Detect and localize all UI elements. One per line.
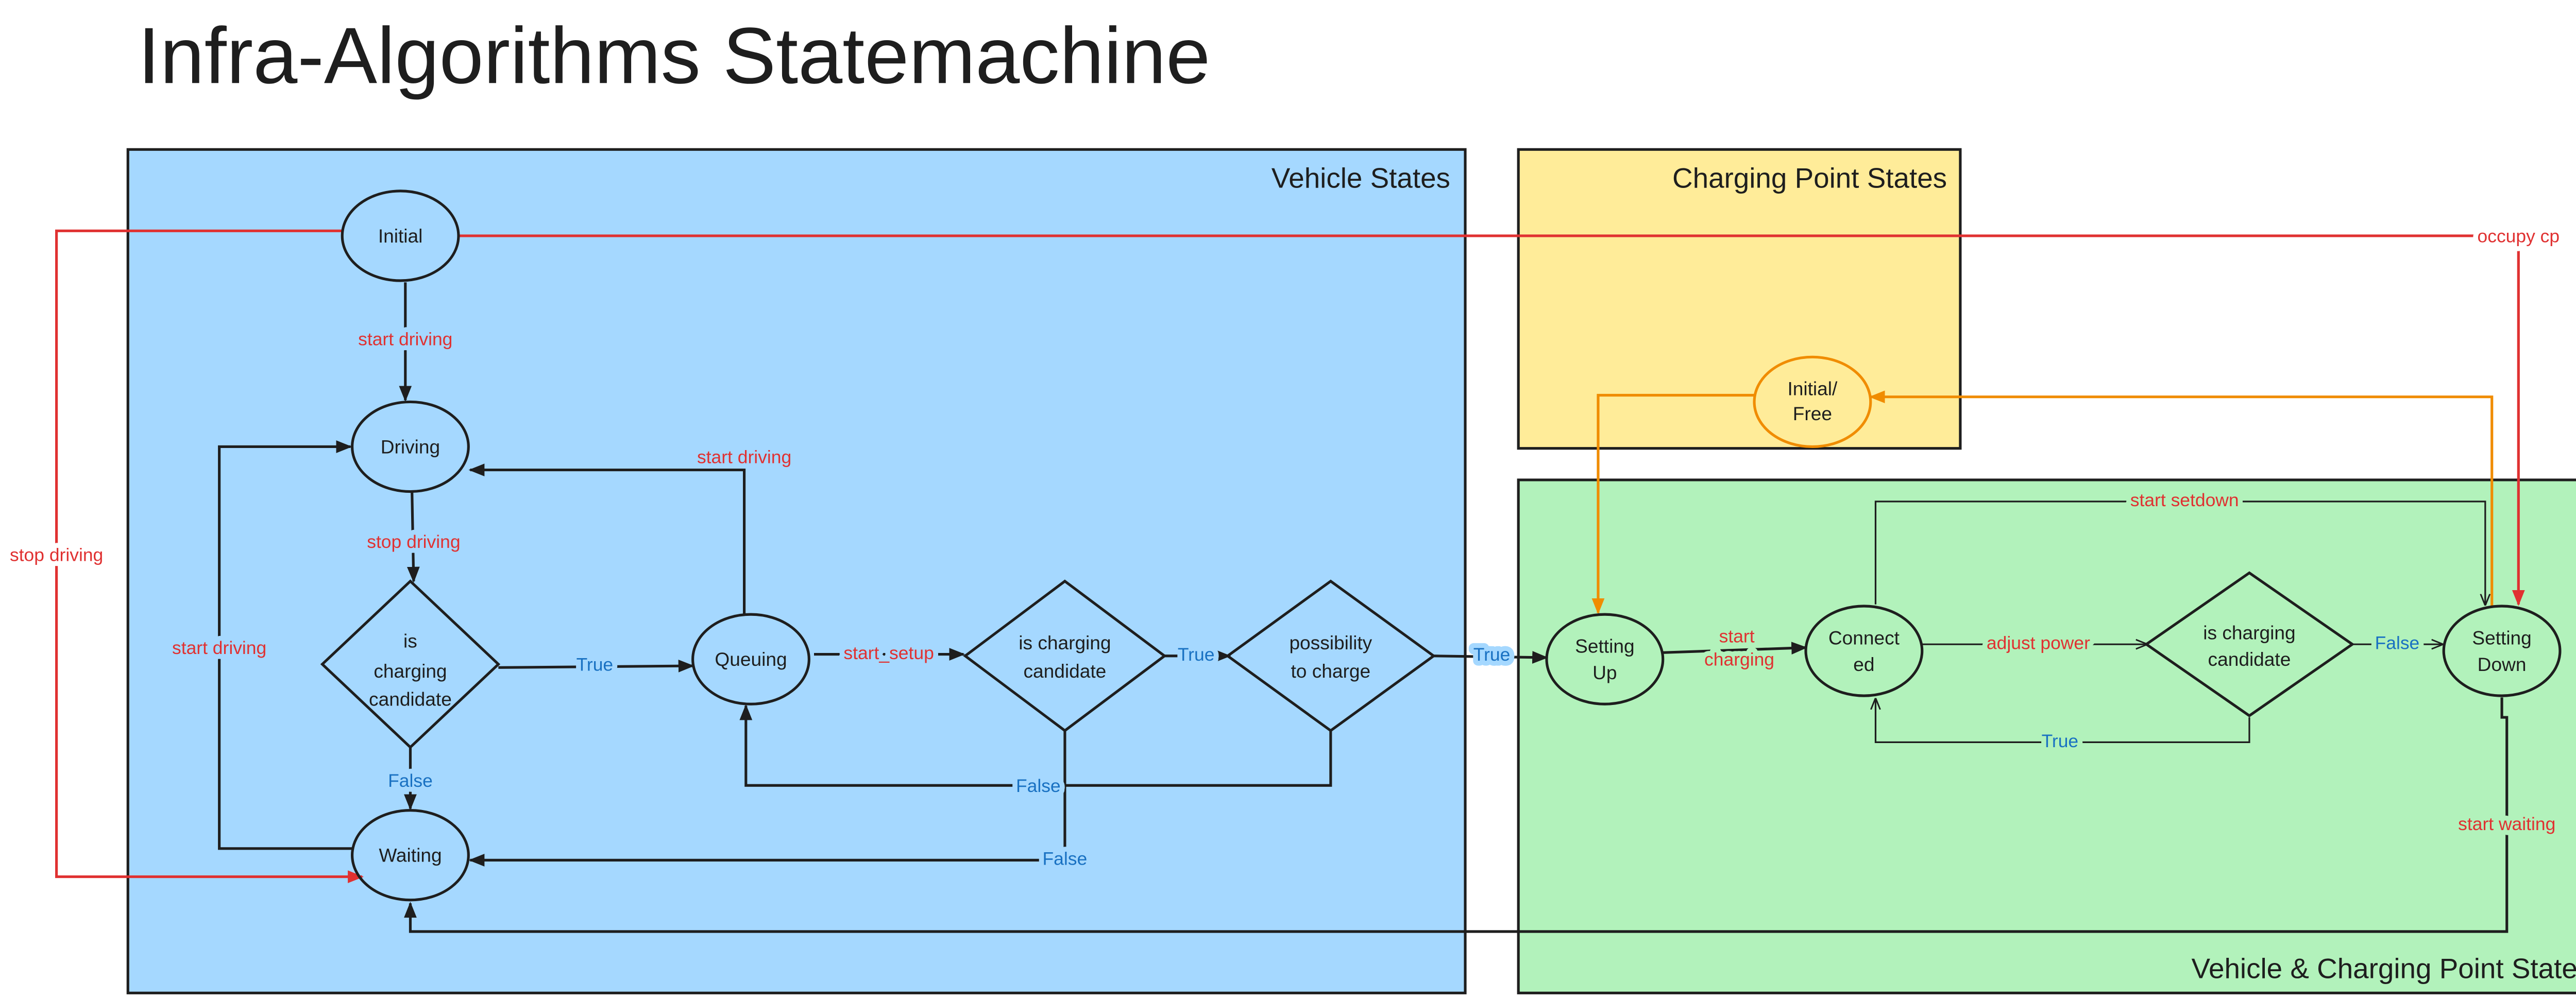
charging-point-states-box: Charging Point States xyxy=(1517,148,1962,450)
svg-text:Up: Up xyxy=(1592,662,1617,683)
label-stop-driving: stop driving xyxy=(10,545,103,565)
label-false: False xyxy=(2375,633,2420,653)
label-true: True xyxy=(2042,731,2079,751)
vehicle-states-box: Vehicle States xyxy=(126,148,1467,994)
label-start-setup: start_setup xyxy=(843,643,934,663)
svg-text:Queuing: Queuing xyxy=(715,648,787,670)
svg-text:Down: Down xyxy=(2478,653,2527,675)
label-true: True xyxy=(1473,644,1511,665)
nodes: Initial Driving is charging candidate Qu… xyxy=(320,190,2562,902)
edge-waiting-to-driving xyxy=(218,440,352,850)
edges xyxy=(55,229,2525,933)
svg-text:is charging: is charging xyxy=(2203,622,2295,644)
label-start-setdown: start setdown xyxy=(2130,490,2239,510)
edge-possibility-false xyxy=(739,704,1332,787)
label-occupy-cp: occupy cp xyxy=(2478,226,2560,247)
svg-text:Free: Free xyxy=(1793,403,1832,424)
edge-occupy-cp xyxy=(458,234,2525,606)
label-start-driving: start driving xyxy=(358,329,452,349)
svg-text:candidate: candidate xyxy=(369,688,452,710)
edge-setting-down-to-cp-free xyxy=(1869,390,2494,607)
edge-candidate2-false xyxy=(468,730,1066,867)
label-true: True xyxy=(1178,644,1215,665)
state-connected: Connect ed xyxy=(1804,605,1924,697)
state-queuing: Queuing xyxy=(691,613,810,705)
shared-states-box: Vehicle & Charging Point States xyxy=(1517,478,2576,994)
svg-text:Initial/: Initial/ xyxy=(1787,378,1838,400)
state-cp-initial-free: Initial/ Free xyxy=(1753,355,1872,449)
edge-possibility-true xyxy=(1433,651,1549,664)
svg-text:charging: charging xyxy=(374,660,447,682)
edge-candidate-true xyxy=(498,659,694,673)
decision-is-charging-candidate-2: is charging candidate xyxy=(963,579,1167,733)
label-start-charging: start charging xyxy=(1704,626,1774,670)
state-setting-up: Setting Up xyxy=(1545,613,1665,705)
vehicle-states-label: Vehicle States xyxy=(1272,162,1450,194)
charging-point-states-label: Charging Point States xyxy=(1672,162,1947,194)
label-false: False xyxy=(1016,776,1061,796)
decision-possibility-to-charge: possibility to charge xyxy=(1225,579,1436,733)
edge-driving-to-candidate xyxy=(407,491,420,583)
label-start-driving: start driving xyxy=(697,446,791,467)
svg-text:Waiting: Waiting xyxy=(379,845,442,866)
shared-states-label: Vehicle & Charging Point States xyxy=(2191,952,2576,984)
svg-text:to charge: to charge xyxy=(1291,660,1371,682)
state-setting-down: Setting Down xyxy=(2442,605,2562,697)
label-true: True xyxy=(577,654,614,675)
svg-text:Setting: Setting xyxy=(2472,627,2531,648)
edge-candidate3-true xyxy=(1875,699,2250,744)
svg-text:possibility: possibility xyxy=(1289,632,1372,653)
decision-is-charging-candidate: is charging candidate xyxy=(320,579,501,749)
state-waiting: Waiting xyxy=(351,809,470,902)
svg-text:candidate: candidate xyxy=(2208,648,2291,670)
edge-cp-free-to-setting-up xyxy=(1591,393,1755,615)
label-adjust-power: adjust power xyxy=(1987,633,2090,653)
edge-labels: start driving stop driving False True st… xyxy=(5,221,2565,874)
svg-text:Driving: Driving xyxy=(381,436,440,457)
edge-start-charging xyxy=(1663,642,1808,654)
svg-text:Setting: Setting xyxy=(1575,635,1634,657)
decision-is-charging-candidate-3: is charging candidate xyxy=(2144,571,2355,717)
edge-queuing-to-driving xyxy=(468,463,746,615)
edge-initial-stop-driving xyxy=(55,229,364,883)
state-initial: Initial xyxy=(341,190,460,282)
svg-text:Initial: Initial xyxy=(378,225,423,247)
svg-text:ed: ed xyxy=(1853,653,1874,675)
svg-text:Connect: Connect xyxy=(1828,627,1900,648)
label-false: False xyxy=(388,770,433,791)
label-start-waiting: start waiting xyxy=(2458,814,2555,834)
edge-start-setdown xyxy=(1874,501,2485,605)
label-false: False xyxy=(1043,849,1088,869)
svg-text:candidate: candidate xyxy=(1023,660,1106,682)
svg-text:is charging: is charging xyxy=(1019,632,1111,653)
label-stop-driving: stop driving xyxy=(367,531,460,552)
page-title: Infra-Algorithms Statemachine xyxy=(138,11,1211,100)
state-driving: Driving xyxy=(351,400,470,493)
svg-text:is: is xyxy=(403,630,417,652)
edge-setting-down-to-waiting xyxy=(404,697,2509,933)
label-start-driving: start driving xyxy=(172,638,266,658)
